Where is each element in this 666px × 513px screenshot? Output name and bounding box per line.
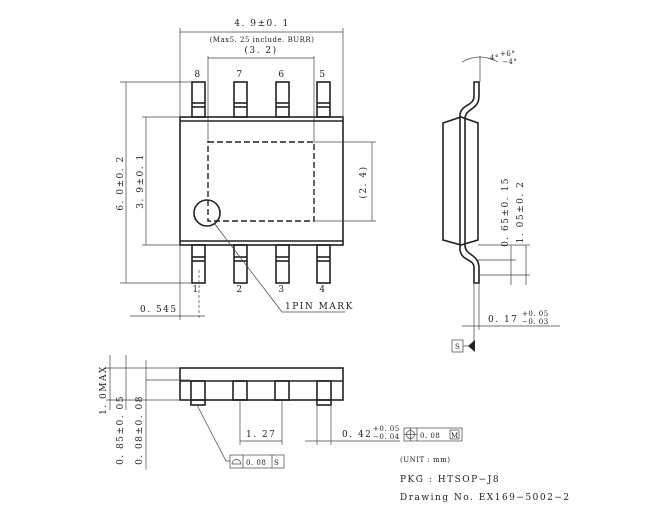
top-pins: [191, 81, 331, 118]
pin1-offset-dim-text: 0. 545: [140, 305, 178, 315]
body-height-dim-text: 3. 9±0. 1: [136, 153, 146, 208]
lead-dim-a-text: 0. 65±0. 15: [501, 177, 511, 247]
width-dim-text: 4. 9±0. 1: [234, 19, 289, 29]
pin-number: 2: [236, 285, 243, 295]
lead-dim-b-text: 1. 05±0. 2: [516, 181, 526, 244]
lead-thickness-tol-minus: −0. 03: [522, 318, 549, 326]
position-tolerance-frame: 0. 08 M: [403, 427, 463, 442]
lead-angle-tol-plus: +6°: [500, 50, 515, 58]
side-view: 4° +6° −4° 0. 65±0. 15 1. 05±0. 2 0. 17 …: [442, 50, 560, 353]
pad-width-dim-text: (3. 2): [244, 45, 277, 56]
standoff-dim-text: 0. 08±0. 08: [135, 395, 145, 465]
pin-number: 7: [236, 70, 243, 80]
datum-s-label: S: [455, 343, 460, 351]
drawing-number-text: Drawing No. EX169−5002−2: [400, 493, 571, 503]
gull-wing-lead: [459, 81, 480, 284]
flatness-tolerance-text: 0. 08: [246, 459, 266, 467]
pin-number: 5: [319, 70, 326, 80]
lead-width-tol-minus: −0. 04: [373, 433, 400, 441]
pin1-mark-leader: [213, 222, 345, 313]
datum-triangle: [468, 340, 475, 352]
lead-thickness-text: 0. 17: [488, 315, 518, 325]
front-body: [179, 367, 344, 401]
lead-angle-tol-minus: −4°: [502, 58, 517, 66]
width-note-text: (Max5. 25 include. BURR): [210, 36, 315, 44]
flatness-datum-text: S: [274, 459, 279, 467]
lead-width-text: 0. 42: [342, 430, 372, 440]
unit-text: (UNIT : mm): [400, 456, 451, 464]
lead-thickness-tol-plus: +0. 05: [522, 310, 549, 318]
front-pins: [190, 380, 332, 406]
overall-height-dim-text: 6. 0±0. 2: [116, 155, 126, 210]
lead-width-tol-plus: +0. 05: [373, 425, 400, 433]
max-height-dim-text: 1. 0MAX: [99, 365, 109, 415]
side-body: [442, 116, 479, 246]
pin-number: 8: [194, 70, 201, 80]
pitch-dim-text: 1. 27: [246, 430, 276, 440]
pin1-mark-circle: [193, 199, 221, 227]
profile-icon: [231, 459, 242, 465]
drawing-info: (UNIT : mm) PKG : HTSOP−J8 Drawing No. E…: [400, 456, 571, 503]
front-view: 1. 0MAX 0. 85±0. 05 0. 08±0. 08 1. 27 0.…: [99, 355, 463, 470]
flatness-leader: [196, 404, 230, 462]
pin-number: 6: [278, 70, 285, 80]
flatness-frame: 0. 08 S: [229, 454, 285, 469]
package-text: PKG : HTSOP−J8: [400, 475, 500, 485]
top-view: 4. 9±0. 1 (Max5. 25 include. BURR) (3. 2…: [116, 19, 376, 320]
exposed-pad-outline: [207, 141, 315, 222]
package-body: [179, 116, 344, 246]
pin-number: 3: [278, 285, 285, 295]
bottom-pins: [191, 244, 331, 284]
pin1-mark-label: 1PIN MARK: [285, 302, 354, 312]
position-modifier-text: M: [451, 432, 459, 440]
pin-number: 1: [192, 285, 199, 295]
position-tolerance-text: 0. 08: [420, 432, 440, 440]
lead-angle-text: 4°: [490, 54, 499, 62]
pad-height-dim-text: (2. 4): [358, 165, 369, 198]
pin-number: 4: [319, 285, 326, 295]
body-thickness-dim-text: 0. 85±0. 05: [116, 395, 126, 465]
